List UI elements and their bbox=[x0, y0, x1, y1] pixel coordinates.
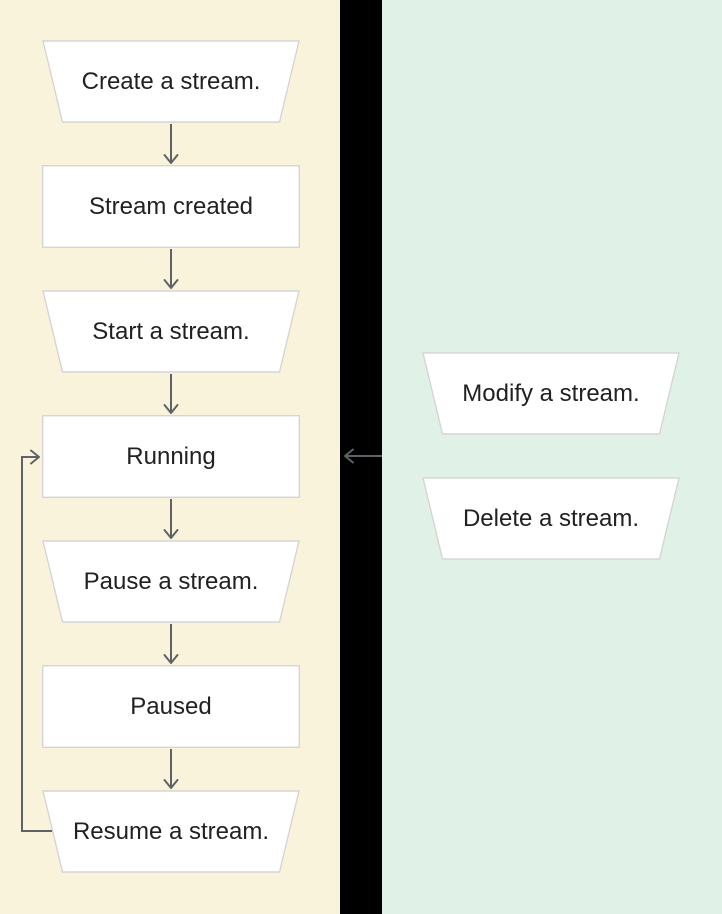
node-label: Modify a stream. bbox=[462, 379, 640, 407]
node-label: Stream created bbox=[88, 192, 254, 220]
rectangle-shape bbox=[42, 415, 300, 498]
node-pause-a-stream: Pause a stream. bbox=[42, 540, 300, 623]
trapezoid-shape bbox=[42, 540, 300, 623]
trapezoid-shape bbox=[42, 790, 300, 873]
node-label: Delete a stream. bbox=[462, 504, 640, 532]
node-label: Pause a stream. bbox=[83, 567, 259, 595]
node-label: Resume a stream. bbox=[72, 817, 270, 845]
rectangle-shape bbox=[42, 165, 300, 248]
rectangle-shape bbox=[42, 665, 300, 748]
node-label: Start a stream. bbox=[92, 317, 250, 345]
trapezoid-shape bbox=[42, 40, 300, 123]
node-label: Running bbox=[126, 442, 216, 470]
trapezoid-shape bbox=[422, 477, 680, 560]
node-modify-a-stream: Modify a stream. bbox=[422, 352, 680, 435]
node-resume-a-stream: Resume a stream. bbox=[42, 790, 300, 873]
left-lifecycle-panel: Create a stream. Stream created Start a … bbox=[0, 0, 340, 914]
trapezoid-shape bbox=[42, 290, 300, 373]
node-label: Paused bbox=[130, 692, 212, 720]
node-create-a-stream: Create a stream. bbox=[42, 40, 300, 123]
right-actions-panel: Modify a stream. Delete a stream. bbox=[382, 0, 722, 914]
node-stream-created: Stream created bbox=[42, 165, 300, 248]
node-running: Running bbox=[42, 415, 300, 498]
trapezoid-shape bbox=[422, 352, 680, 435]
node-start-a-stream: Start a stream. bbox=[42, 290, 300, 373]
node-delete-a-stream: Delete a stream. bbox=[422, 477, 680, 560]
node-paused: Paused bbox=[42, 665, 300, 748]
node-label: Create a stream. bbox=[81, 67, 261, 95]
